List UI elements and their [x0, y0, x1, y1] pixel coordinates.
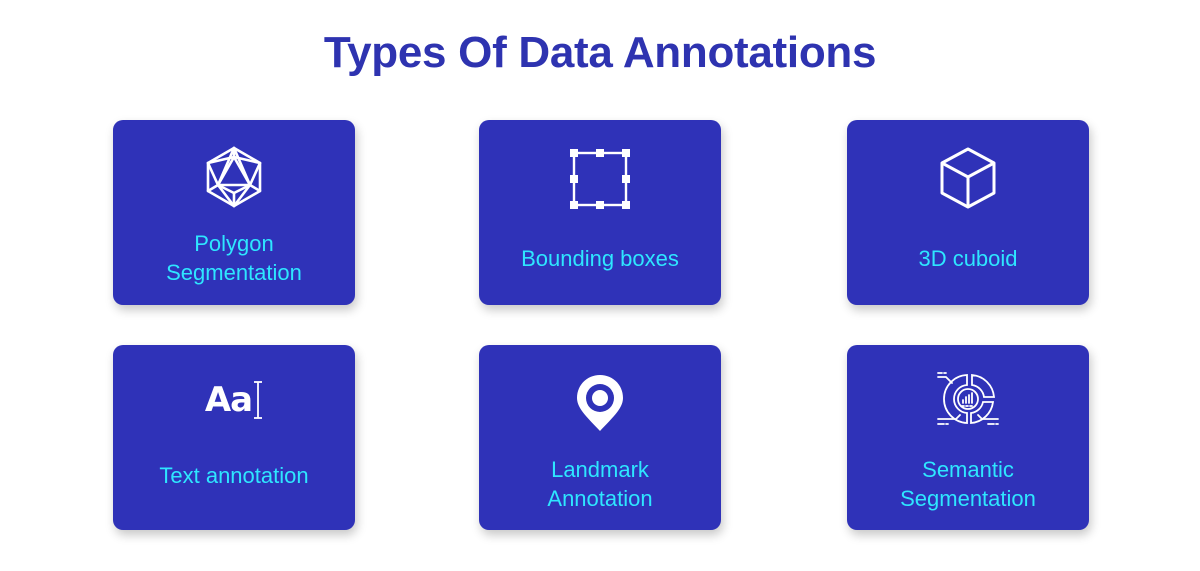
map-pin-icon: [575, 373, 625, 433]
label-line: Segmentation: [166, 260, 302, 285]
page-title: Types Of Data Annotations: [323, 28, 877, 77]
cursor-ibeam-icon: [254, 381, 263, 419]
card-landmark-annotation: Landmark Annotation: [479, 345, 721, 530]
card-polygon-segmentation: Polygon Segmentation: [113, 120, 355, 305]
cube-icon: [939, 146, 997, 210]
label-line: Polygon: [194, 231, 274, 256]
label-line: Bounding boxes: [521, 246, 679, 271]
icosahedron-icon: [204, 145, 264, 209]
chart-segments-icon: [936, 369, 1000, 431]
card-label: Bounding boxes: [479, 244, 721, 273]
label-line: Annotation: [547, 486, 653, 511]
label-line: Semantic: [922, 457, 1014, 482]
label-line: Text annotation: [159, 463, 309, 488]
label-line: 3D cuboid: [918, 246, 1018, 271]
card-label: Polygon Segmentation: [113, 229, 355, 287]
card-label: Text annotation: [113, 461, 355, 490]
card-label: Semantic Segmentation: [847, 455, 1089, 513]
card-label: 3D cuboid: [847, 244, 1089, 273]
card-bounding-boxes: Bounding boxes: [479, 120, 721, 305]
bounding-box-icon: [569, 148, 631, 210]
label-line: Landmark: [551, 457, 649, 482]
card-3d-cuboid: 3D cuboid: [847, 120, 1089, 305]
card-label: Landmark Annotation: [479, 455, 721, 513]
card-semantic-segmentation: Semantic Segmentation: [847, 345, 1089, 530]
text-cursor-icon: Aa: [199, 378, 269, 422]
aa-glyph: Aa: [204, 380, 253, 420]
label-line: Segmentation: [900, 486, 1036, 511]
card-text-annotation: Aa Text annotation: [113, 345, 355, 530]
